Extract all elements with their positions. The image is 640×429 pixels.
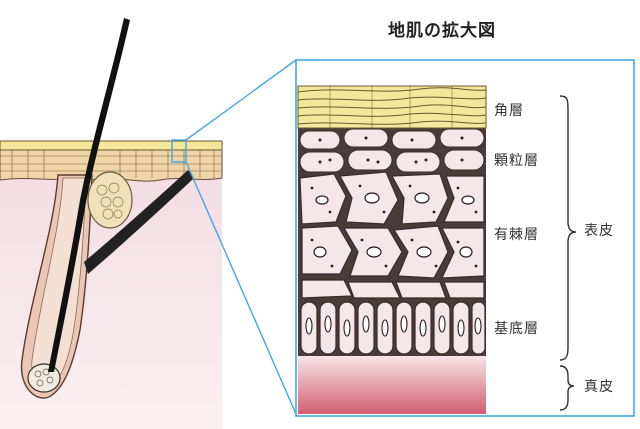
zoom-indicator (171, 59, 297, 415)
diagram-title: 地肌の拡大図 (388, 21, 496, 41)
zoom-line-top (185, 59, 297, 141)
zoom-line-bottom (185, 161, 297, 415)
hair-shaft (48, 18, 130, 372)
label-epidermis: 表皮 (584, 223, 614, 239)
left-horny-layer (0, 140, 223, 151)
label-dermis: 真皮 (584, 379, 614, 395)
label-stratum-spinosum: 有棘層 (494, 227, 539, 243)
arrector-pili-muscle (84, 170, 194, 274)
zoom-source-box (171, 139, 187, 163)
left-epidermis (0, 145, 223, 182)
basal-layer (300, 301, 486, 355)
dermis-layer (298, 356, 486, 414)
epidermis-brace (559, 95, 577, 361)
hair-bulb (27, 363, 61, 393)
skin-cross-section (0, 18, 223, 429)
sebaceous-gland (87, 171, 133, 229)
label-stratum-corneum: 角層 (494, 103, 524, 119)
label-stratum-granulosum: 顆粒層 (494, 153, 539, 169)
horny-layer (297, 85, 487, 129)
dermis-brace (559, 365, 575, 411)
magnified-panel (295, 59, 635, 417)
label-stratum-basale: 基底層 (494, 321, 539, 337)
